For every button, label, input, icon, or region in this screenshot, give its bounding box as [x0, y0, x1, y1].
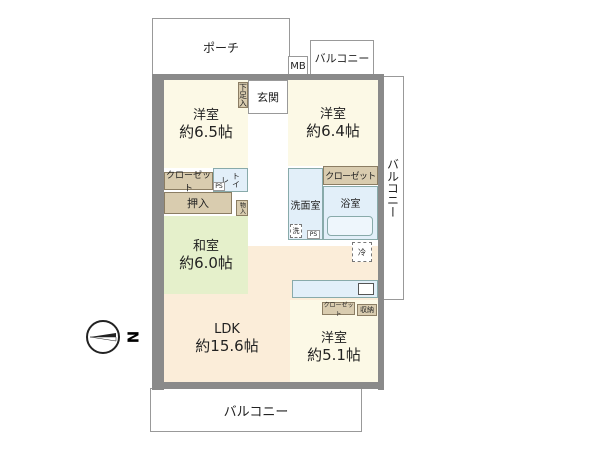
porch-label: ポーチ: [202, 40, 239, 55]
room-name: 洋室: [319, 107, 346, 122]
hallway: [248, 114, 288, 246]
oshiire: 押入: [164, 192, 232, 214]
ps-1: PS: [213, 182, 225, 191]
wall: [378, 74, 384, 390]
stove-icon: [358, 283, 374, 295]
japanese-room: 和室約6.0帖: [164, 216, 248, 294]
storage: 収納: [357, 304, 377, 316]
ps-2: PS: [307, 230, 320, 239]
western-room-1: 洋室約6.5帖: [164, 80, 248, 168]
closet-small: クローゼット: [322, 301, 355, 318]
washer: 洗: [290, 224, 302, 238]
compass-icon: [86, 320, 120, 354]
shoe-storage: 下足入: [238, 82, 248, 108]
kitchen-counter: [292, 280, 378, 298]
balcony-top: バルコニー: [310, 40, 374, 76]
fridge: 冷: [352, 242, 372, 262]
balcony-right-label: バルコニー: [385, 158, 400, 218]
entrance: 玄関: [248, 80, 288, 114]
room-size: 約15.6帖: [195, 337, 259, 355]
closet-left: クローゼット: [164, 171, 213, 194]
balcony-bottom: バルコニー: [150, 388, 362, 432]
mb-label: MB: [290, 60, 306, 72]
balcony-bottom-label: バルコニー: [223, 404, 289, 420]
balcony-right: バルコニー: [382, 76, 404, 300]
bathtub: [327, 216, 373, 236]
room-size: 約6.0帖: [179, 254, 233, 272]
storage-small: 物入: [236, 200, 248, 216]
room-size: 約5.1帖: [307, 346, 361, 364]
meter-box: MB: [288, 56, 308, 76]
toilet-label: トイレ: [220, 172, 241, 188]
room-name: 洋室: [320, 331, 347, 346]
porch: ポーチ: [152, 18, 290, 76]
closet-right: クローゼット: [323, 166, 378, 185]
wall: [152, 74, 384, 80]
wall: [152, 74, 164, 390]
western-room-2: 洋室約6.4帖: [288, 80, 378, 166]
wall: [152, 382, 384, 389]
room-name: 洋室: [192, 108, 219, 123]
compass-north-label: N: [123, 330, 142, 344]
room-size: 約6.4帖: [306, 122, 360, 140]
balcony-top-label: バルコニー: [314, 52, 370, 65]
room-name: LDK: [214, 322, 240, 337]
room-size: 約6.5帖: [179, 123, 233, 141]
room-name: 和室: [192, 239, 219, 254]
